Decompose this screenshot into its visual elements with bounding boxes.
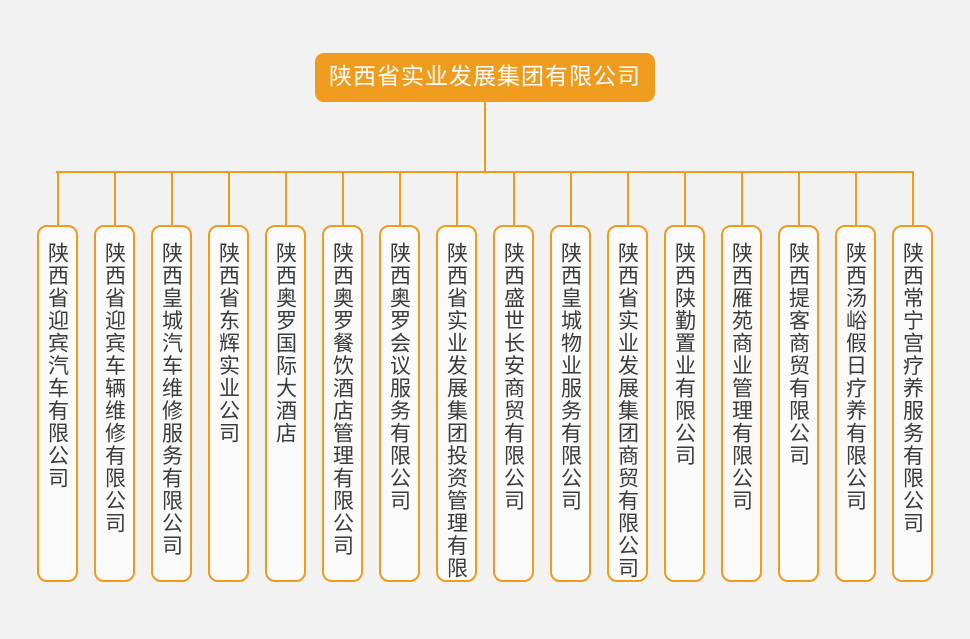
child-node[interactable]: 陕西汤峪假日疗养有限公司 [835,225,876,582]
connector-drop [341,171,344,225]
child-node[interactable]: 陕西省迎宾汽车有限公司 [37,225,78,582]
child-node[interactable]: 陕西皇城物业服务有限公司 [550,225,591,582]
root-node[interactable]: 陕西省实业发展集团有限公司 [315,53,655,102]
child-node-label: 陕西提客商贸有限公司 [786,242,811,467]
child-node[interactable]: 陕西省实业发展集团商贸有限公司 [607,225,648,582]
child-node-label: 陕西陕勤置业有限公司 [672,242,697,467]
child-node-label: 陕西皇城汽车维修服务有限公司 [159,242,184,557]
child-node[interactable]: 陕西提客商贸有限公司 [778,225,819,582]
child-node-label: 陕西奥罗会议服务有限公司 [387,242,412,512]
child-node-label: 陕西奥罗餐饮酒店管理有限公司 [330,242,355,557]
child-node[interactable]: 陕西省迎宾车辆维修有限公司 [94,225,135,582]
connector-drop [569,171,572,225]
child-node-label: 陕西盛世长安商贸有限公司 [501,242,526,512]
connector-drop [854,171,857,225]
child-node-label: 陕西汤峪假日疗养有限公司 [843,242,868,512]
child-node[interactable]: 陕西省东辉实业公司 [208,225,249,582]
connector-drop [398,171,401,225]
child-node[interactable]: 陕西皇城汽车维修服务有限公司 [151,225,192,582]
child-node[interactable]: 陕西盛世长安商贸有限公司 [493,225,534,582]
connector-drop [227,171,230,225]
child-node-label: 陕西省实业发展集团投资管理有限公司 [444,242,469,582]
connector-drop [683,171,686,225]
connector-drop [740,171,743,225]
child-node-label: 陕西省东辉实业公司 [216,242,241,445]
connector-drop [797,171,800,225]
child-node[interactable]: 陕西常宁宫疗养服务有限公司 [892,225,933,582]
child-node-label: 陕西奥罗国际大酒店 [273,242,298,445]
child-node[interactable]: 陕西奥罗会议服务有限公司 [379,225,420,582]
child-node[interactable]: 陕西雁苑商业管理有限公司 [721,225,762,582]
child-node[interactable]: 陕西陕勤置业有限公司 [664,225,705,582]
connector-drop [626,171,629,225]
child-node[interactable]: 陕西省实业发展集团投资管理有限公司 [436,225,477,582]
connector-drop [911,171,914,225]
root-node-label: 陕西省实业发展集团有限公司 [329,64,641,90]
connector-drop [284,171,287,225]
child-node-label: 陕西省实业发展集团商贸有限公司 [615,242,640,580]
connector-drop [170,171,173,225]
child-node[interactable]: 陕西奥罗餐饮酒店管理有限公司 [322,225,363,582]
child-node-label: 陕西省迎宾车辆维修有限公司 [102,242,127,535]
connector-root-stem [484,102,486,173]
connector-drop [512,171,515,225]
connector-drop [56,171,59,225]
connector-horizontal-bus [56,171,914,173]
child-node-label: 陕西皇城物业服务有限公司 [558,242,583,512]
child-node-label: 陕西雁苑商业管理有限公司 [729,242,754,512]
child-node-label: 陕西常宁宫疗养服务有限公司 [900,242,925,535]
connector-drop [455,171,458,225]
child-node-label: 陕西省迎宾汽车有限公司 [45,242,70,490]
connector-drop [113,171,116,225]
child-node[interactable]: 陕西奥罗国际大酒店 [265,225,306,582]
